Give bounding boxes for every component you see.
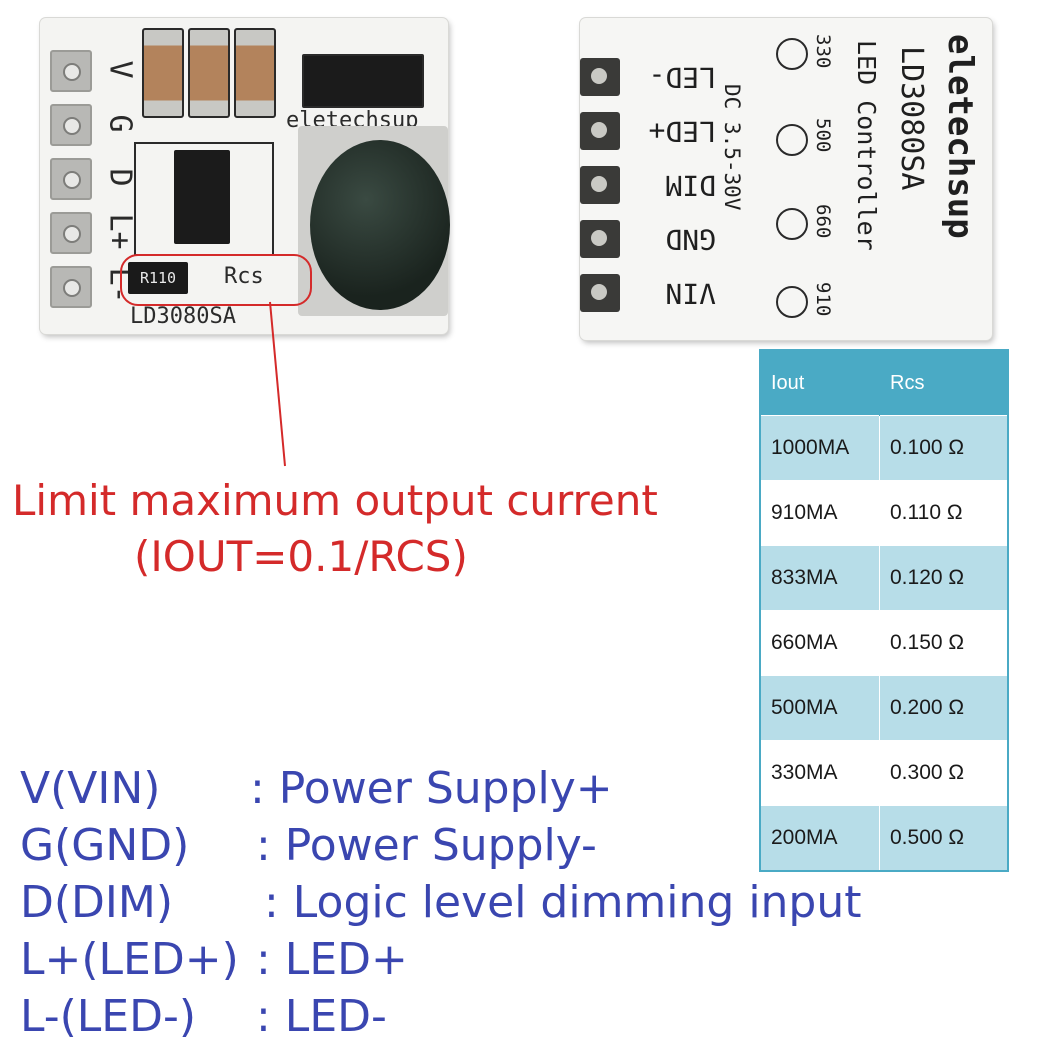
legend-desc: : Logic level dimming input (264, 877, 862, 928)
solder-jumper-660 (776, 208, 808, 240)
pin-label-led-minus: LED- (648, 61, 716, 94)
board-back-model: LD3080SA (894, 46, 929, 191)
table-row: 200MA 0.500 Ω (759, 805, 1009, 872)
board-front-photo: V G D L+ L- eletechsup R110 Rcs LD3080SA (40, 18, 450, 334)
board-back-brand: eletechsup (940, 34, 980, 239)
pin-pad-lplus (50, 212, 92, 254)
pin-label-v: V (102, 60, 138, 79)
capacitor (188, 28, 230, 118)
table-cell-iout: 330MA (759, 740, 880, 806)
pin-label-g: G (102, 114, 138, 133)
capacitor (142, 28, 184, 118)
table-row: 910MA 0.110 Ω (759, 480, 1009, 546)
table-header-row: Iout Rcs (760, 350, 1009, 416)
current-option-910: 910 (812, 282, 834, 317)
diode-chip (302, 54, 424, 108)
pin-label-vin: VIN (665, 277, 716, 310)
legend-key: V(VIN) (20, 763, 161, 814)
table-row: 660MA 0.150 Ω (759, 610, 1009, 676)
pin-pad-led-plus (580, 112, 620, 150)
table-header-iout: Iout (760, 350, 880, 416)
legend-desc: : LED- (256, 991, 387, 1042)
table-cell-rcs: 0.150 Ω (879, 610, 1009, 676)
table-row: 1000MA 0.100 Ω (759, 415, 1009, 481)
table-cell-rcs: 0.120 Ω (879, 545, 1009, 611)
pin-pad-vin (580, 274, 620, 312)
pin-pad-g (50, 104, 92, 146)
legend-desc: : Power Supply+ (250, 763, 613, 814)
inductor (310, 140, 450, 310)
legend-key: L-(LED-) (20, 991, 197, 1042)
table-cell-iout: 200MA (759, 805, 880, 872)
pin-pad-led-minus (580, 58, 620, 96)
rcs-resistor: R110 (128, 262, 188, 294)
table-cell-iout: 500MA (759, 675, 880, 741)
iout-rcs-table: Iout Rcs 1000MA 0.100 Ω 910MA 0.110 Ω 83… (759, 349, 1009, 872)
current-option-500: 500 (812, 118, 834, 153)
pin-pad-d (50, 158, 92, 200)
legend-desc: : Power Supply- (256, 820, 597, 871)
board-back-voltage: DC 3.5-30V (720, 84, 744, 211)
table-row: 833MA 0.120 Ω (759, 545, 1009, 611)
pin-label-d: D (102, 168, 138, 187)
current-limit-formula: (IOUT=0.1/RCS) (134, 532, 468, 581)
table-row: 500MA 0.200 Ω (759, 675, 1009, 741)
rcs-highlight (120, 254, 312, 306)
solder-jumper-500 (776, 124, 808, 156)
pin-pad-dim (580, 166, 620, 204)
solder-jumper-910 (776, 286, 808, 318)
legend-desc: : LED+ (256, 934, 408, 985)
table-cell-iout: 660MA (759, 610, 880, 676)
capacitor (234, 28, 276, 118)
current-option-330: 330 (812, 34, 834, 69)
pin-label-led-plus: LED+ (648, 115, 716, 148)
table-cell-rcs: 0.300 Ω (879, 740, 1009, 806)
solder-jumper-330 (776, 38, 808, 70)
table-cell-rcs: 0.500 Ω (879, 805, 1009, 872)
table-cell-iout: 833MA (759, 545, 880, 611)
board-back-photo: LED- LED+ DIM GND VIN eletechsup LD3080S… (580, 18, 992, 340)
current-limit-caption: Limit maximum output current (12, 476, 658, 525)
pin-label-lplus: L+ (102, 213, 138, 250)
pin-label-dim: DIM (665, 169, 716, 202)
pin-pad-v (50, 50, 92, 92)
table-cell-rcs: 0.110 Ω (879, 480, 1009, 546)
table-cell-rcs: 0.100 Ω (879, 415, 1009, 481)
driver-ic (174, 150, 230, 244)
pin-pad-lminus (50, 266, 92, 308)
board-front-model: LD3080SA (130, 304, 236, 329)
legend-key: G(GND) (20, 820, 190, 871)
pin-label-gnd: GND (665, 223, 716, 256)
table-cell-iout: 1000MA (759, 415, 880, 481)
table-cell-iout: 910MA (759, 480, 880, 546)
pin-pad-gnd (580, 220, 620, 258)
table-row: 330MA 0.300 Ω (759, 740, 1009, 806)
table-header-rcs: Rcs (879, 350, 1009, 416)
legend-key: D(DIM) (20, 877, 174, 928)
legend-key: L+(LED+) (20, 934, 239, 985)
board-back-subtitle: LED Controller (852, 40, 881, 251)
current-option-660: 660 (812, 204, 834, 239)
table-cell-rcs: 0.200 Ω (879, 675, 1009, 741)
rcs-label: Rcs (224, 264, 264, 289)
